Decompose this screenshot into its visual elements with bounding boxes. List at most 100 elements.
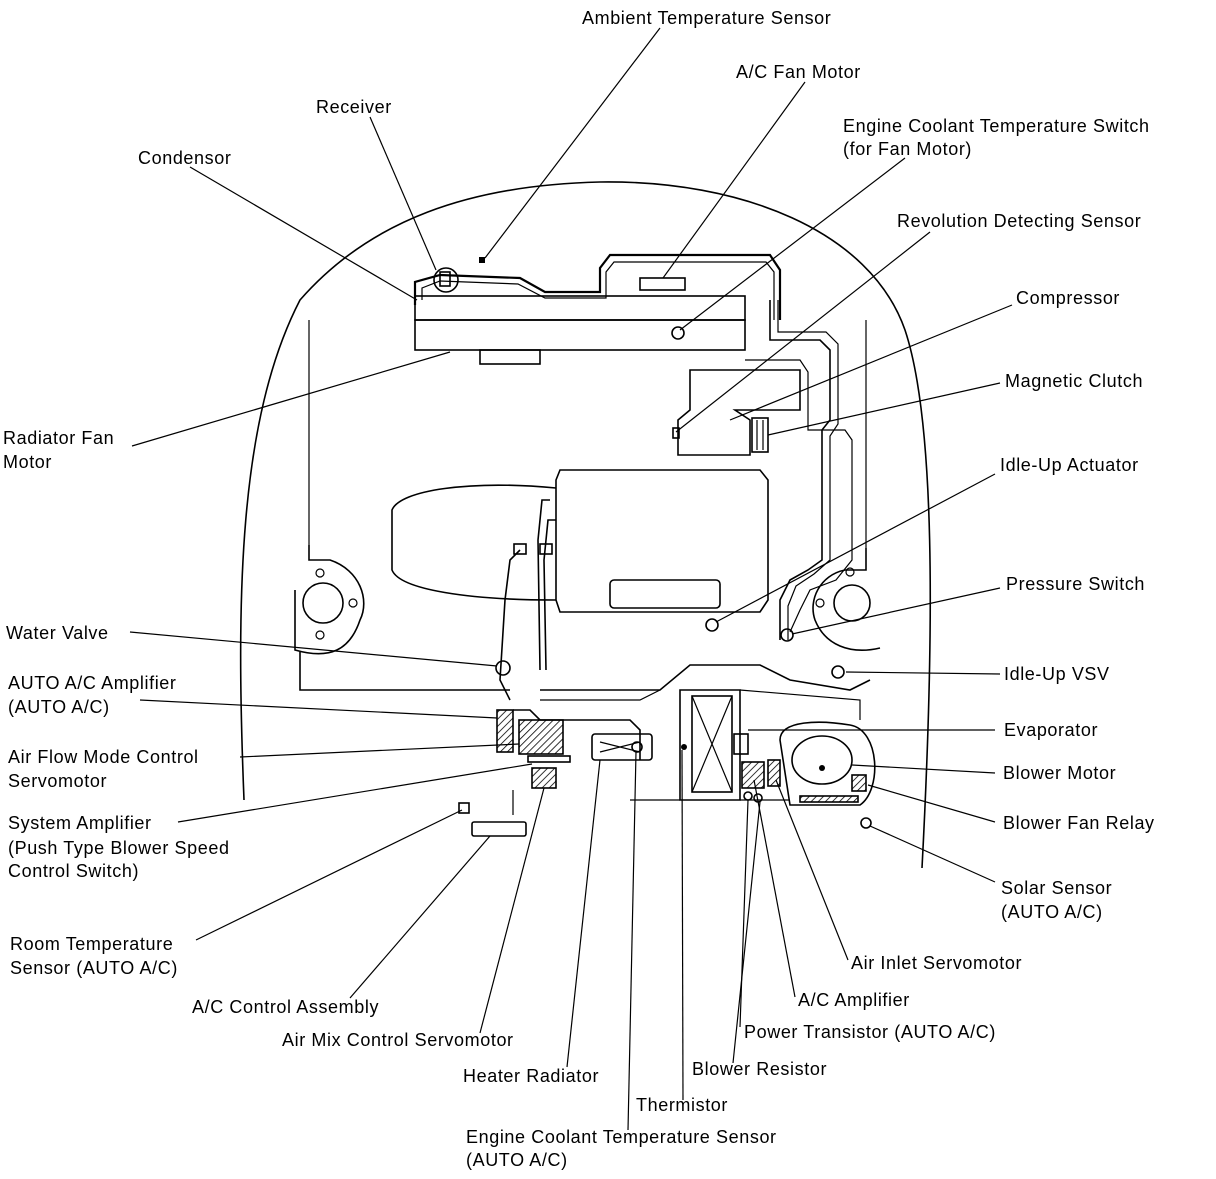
label-ambient-temperature-sensor: Ambient Temperature Sensor	[582, 8, 832, 28]
left-wheel-house	[294, 545, 365, 655]
label-idle-up-vsv: Idle-Up VSV	[1004, 664, 1110, 684]
right-wheel-house	[812, 548, 881, 651]
label-system-amplifier: System Amplifier	[8, 813, 152, 833]
label-pressure-switch: Pressure Switch	[1006, 574, 1146, 594]
hose-clamp	[513, 543, 527, 555]
ac-control-assembly	[471, 821, 527, 837]
air-mix-servomotor	[531, 767, 557, 789]
label-blower-resistor: Blower Resistor	[692, 1059, 828, 1079]
receiver-cap	[439, 271, 451, 287]
magnetic-clutch	[751, 417, 769, 453]
label-blower-motor: Blower Motor	[1003, 763, 1117, 783]
label-air-inlet-servomotor: Air Inlet Servomotor	[851, 953, 1023, 973]
blower-motor	[791, 735, 853, 785]
label-idle-up-actuator: Idle-Up Actuator	[1000, 455, 1139, 475]
heater-hose-3	[499, 549, 521, 701]
label-room-temperature-sensor: Room Temperature	[10, 934, 174, 954]
label-auto-ac-amplifier: AUTO A/C Amplifier	[8, 673, 177, 693]
leader-lines	[129, 27, 1013, 1131]
revolution-sensor	[672, 427, 680, 439]
label-ac-control-assembly: A/C Control Assembly	[192, 997, 380, 1017]
pressure-switch	[780, 628, 794, 642]
label-evaporator: Evaporator	[1004, 720, 1099, 740]
left-hub-bolt	[315, 630, 325, 640]
heater-hose-1	[537, 499, 550, 671]
label-receiver: Receiver	[316, 97, 392, 117]
blower-fan-relay	[851, 774, 867, 792]
evaporator-case	[679, 689, 741, 801]
label-thermistor: Thermistor	[636, 1095, 729, 1115]
label-solar-sensor-sub: (AUTO A/C)	[1001, 902, 1103, 922]
label-magnetic-clutch: Magnetic Clutch	[1005, 371, 1144, 391]
label-engine-coolant-switch-sub: (for Fan Motor)	[843, 139, 973, 159]
label-condensor: Condensor	[138, 148, 232, 168]
ambient-sensor-dot	[479, 257, 485, 263]
label-air-mix-servomotor: Air Mix Control Servomotor	[282, 1030, 514, 1050]
blower-case	[779, 721, 876, 806]
heater-radiator	[591, 733, 653, 761]
evaporator-top	[739, 689, 861, 720]
heater-hose-2	[543, 519, 556, 671]
engine-panel	[609, 579, 721, 609]
left-hub-bolt	[315, 568, 325, 578]
blower-base	[799, 795, 859, 803]
radiator-body	[414, 319, 746, 351]
servo-bracket	[527, 755, 571, 763]
ac-fan-motor-box	[639, 277, 686, 291]
coolant-switch-fan	[671, 326, 685, 340]
evaporator-cross	[691, 695, 733, 793]
coolant-sensor	[631, 741, 643, 753]
auto-ac-amplifier	[496, 709, 514, 753]
label-room-temperature-sensor-sub: Sensor (AUTO A/C)	[10, 958, 178, 978]
label-engine-coolant-sensor-sub: (AUTO A/C)	[466, 1150, 568, 1170]
blower-hub	[819, 765, 825, 771]
label-ac-fan-motor: A/C Fan Motor	[736, 62, 861, 82]
heater-pipe	[513, 709, 641, 760]
label-system-amplifier-sub2: Control Switch)	[8, 861, 140, 881]
right-wheel-hub	[833, 584, 871, 622]
label-compressor: Compressor	[1016, 288, 1121, 308]
label-air-flow-servo: Air Flow Mode Control	[8, 747, 199, 767]
evaporator-core	[691, 695, 733, 793]
ac-amplifier-box	[741, 761, 765, 789]
condenser-top	[413, 253, 782, 320]
evaporator-fitting	[733, 733, 749, 755]
left-wheel-hub	[302, 582, 344, 624]
right-hub-bolt	[815, 598, 825, 608]
engine-left-cover	[391, 484, 557, 601]
left-hub-bolt	[348, 598, 358, 608]
idle-up-actuator	[705, 618, 719, 632]
receiver-tank	[433, 267, 459, 293]
fan-motor-box	[479, 349, 541, 365]
solar-sensor	[860, 817, 872, 829]
label-engine-coolant-switch: Engine Coolant Temperature Switch	[843, 116, 1150, 136]
power-transistor	[743, 791, 753, 801]
label-auto-ac-amplifier-sub: (AUTO A/C)	[8, 697, 110, 717]
label-air-flow-servo-sub: Servomotor	[8, 771, 108, 791]
right-hub-bolt	[845, 567, 855, 577]
label-engine-coolant-sensor: Engine Coolant Temperature Sensor	[466, 1127, 777, 1147]
water-valve	[495, 660, 511, 676]
vehicle-outline	[239, 181, 932, 869]
label-radiator-fan-motor-sub: Motor	[3, 452, 53, 472]
label-radiator-fan-motor: Radiator Fan	[3, 428, 115, 448]
room-temp-sensor	[458, 802, 470, 814]
compressor-body	[677, 369, 801, 456]
label-blower-fan-relay: Blower Fan Relay	[1003, 813, 1155, 833]
refrigerant-line-2	[777, 300, 839, 640]
air-flow-servomotor	[518, 719, 564, 755]
hose-clamp	[539, 543, 553, 555]
label-ac-amplifier: A/C Amplifier	[798, 990, 910, 1010]
engine-outline	[555, 469, 769, 613]
condenser-body	[414, 295, 746, 321]
label-water-valve: Water Valve	[6, 623, 109, 643]
idle-up-vsv	[831, 665, 845, 679]
label-heater-radiator: Heater Radiator	[463, 1066, 600, 1086]
label-power-transistor: Power Transistor (AUTO A/C)	[744, 1022, 996, 1042]
refrigerant-line-3	[745, 359, 853, 633]
label-solar-sensor: Solar Sensor	[1001, 878, 1113, 898]
label-revolution-detecting-sensor: Revolution Detecting Sensor	[897, 211, 1142, 231]
firewall	[299, 652, 871, 691]
